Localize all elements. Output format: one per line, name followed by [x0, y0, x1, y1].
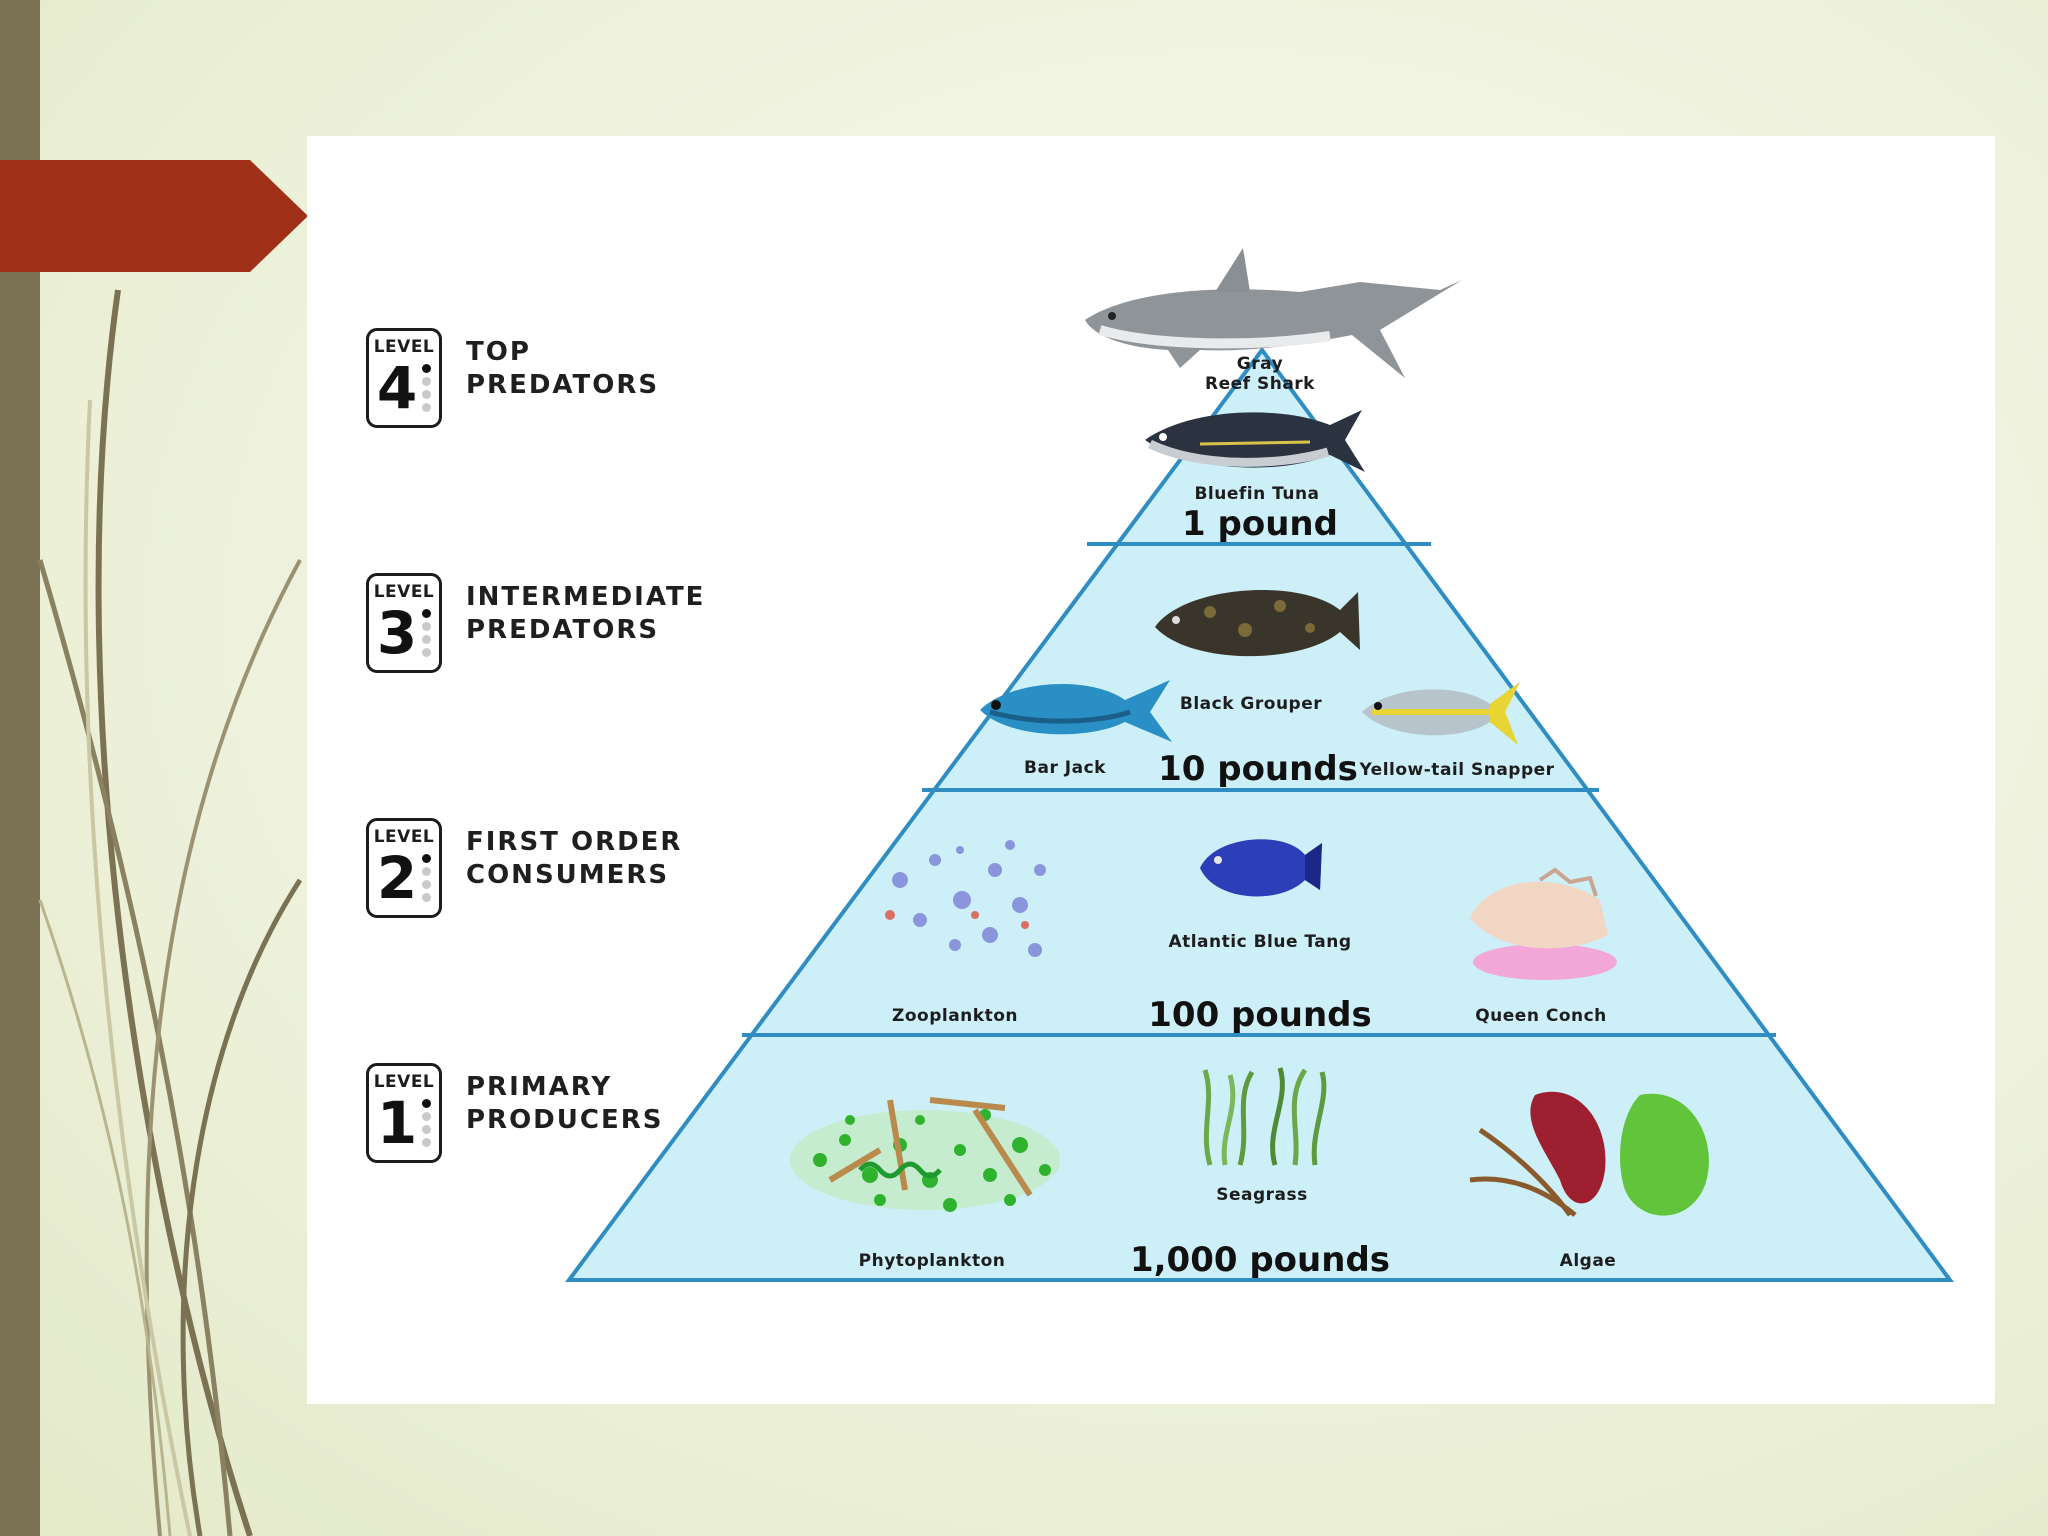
algae-label: Algae: [1559, 1251, 1617, 1271]
level-1-group: LEVEL 1 PRIMARY PRODUCERS: [366, 1063, 786, 1173]
level-1-word: LEVEL: [373, 1072, 435, 1092]
tuna-icon: [1145, 410, 1365, 472]
weight-level-1: 1,000 pounds: [1129, 1240, 1391, 1280]
seagrass-icon: [1202, 1067, 1327, 1166]
bar-jack-icon: [980, 680, 1172, 742]
tuna-label: Bluefin Tuna: [1194, 484, 1320, 504]
level-2-badge: LEVEL 2: [366, 818, 442, 918]
level-1-dots: [422, 1099, 432, 1151]
bar-jack-label: Bar Jack: [1024, 758, 1106, 778]
level-1-title: PRIMARY PRODUCERS: [466, 1071, 663, 1137]
level-2-number: 2: [376, 844, 418, 912]
level-4-number: 4: [376, 354, 418, 422]
level-2-title-line1: FIRST ORDER: [466, 827, 683, 857]
level-3-title: INTERMEDIATE PREDATORS: [466, 581, 705, 647]
grouper-icon: [1155, 590, 1360, 657]
level-4-badge: LEVEL 4: [366, 328, 442, 428]
level-4-dots: [422, 364, 432, 416]
shark-label-line2: Reef Shark: [1205, 374, 1315, 394]
shark-label-line1: Gray: [1236, 354, 1284, 374]
level-3-title-line2: PREDATORS: [466, 615, 660, 645]
snapper-icon: [1362, 682, 1520, 745]
snapper-label: Yellow-tail Snapper: [1359, 760, 1555, 780]
weight-level-3: 10 pounds: [1158, 749, 1358, 789]
zooplankton-icon: [885, 840, 1046, 957]
pyramid-body: [565, 346, 1954, 1282]
shark-label: Gray Reef Shark: [1205, 354, 1315, 394]
seagrass-label: Seagrass: [1216, 1185, 1308, 1205]
phytoplankton-label: Phytoplankton: [858, 1251, 1006, 1271]
level-4-title: TOP PREDATORS: [466, 336, 659, 402]
red-arrow-tab: [0, 160, 308, 272]
conch-icon: [1470, 867, 1617, 980]
shark-icon: [1085, 248, 1462, 378]
level-2-title-line2: CONSUMERS: [466, 860, 670, 890]
level-1-title-line1: PRIMARY: [466, 1072, 613, 1102]
level-2-title: FIRST ORDER CONSUMERS: [466, 826, 682, 892]
level-1-number: 1: [376, 1089, 418, 1157]
level-3-number: 3: [376, 599, 418, 667]
level-1-title-line2: PRODUCERS: [466, 1105, 664, 1135]
level-4-title-line2: PREDATORS: [466, 370, 660, 400]
level-3-word: LEVEL: [373, 582, 435, 602]
blue-tang-label: Atlantic Blue Tang: [1168, 932, 1352, 952]
queen-conch-label: Queen Conch: [1475, 1006, 1607, 1026]
blue-tang-icon: [1200, 839, 1322, 897]
weight-level-4: 1 pound: [1182, 504, 1338, 544]
level-1-badge: LEVEL 1: [366, 1063, 442, 1163]
level-2-group: LEVEL 2 FIRST ORDER CONSUMERS: [366, 818, 786, 928]
level-4-word: LEVEL: [373, 337, 435, 357]
level-3-dots: [422, 609, 432, 661]
grass-decoration: [37, 289, 303, 1536]
level-3-badge: LEVEL 3: [366, 573, 442, 673]
level-4-group: LEVEL 4 TOP PREDATORS: [366, 328, 786, 438]
level-3-group: LEVEL 3 INTERMEDIATE PREDATORS: [366, 573, 786, 683]
level-2-word: LEVEL: [373, 827, 435, 847]
level-4-title-line1: TOP: [466, 337, 531, 367]
level-2-dots: [422, 854, 432, 906]
zooplankton-label: Zooplankton: [892, 1006, 1018, 1026]
weight-level-2: 100 pounds: [1148, 995, 1372, 1035]
algae-icon: [1469, 1091, 1709, 1217]
grouper-label: Black Grouper: [1179, 694, 1323, 714]
phytoplankton-icon: [790, 1097, 1060, 1212]
level-3-title-line1: INTERMEDIATE: [466, 582, 706, 612]
